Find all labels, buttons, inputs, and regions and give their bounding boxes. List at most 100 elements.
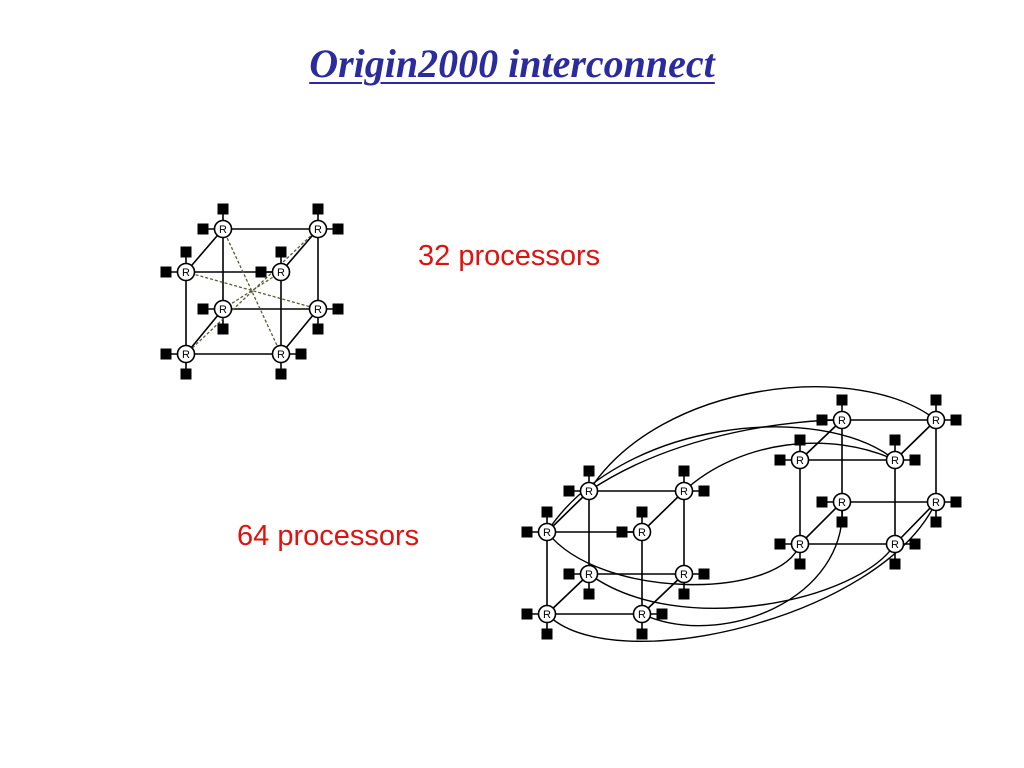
cube64-express-arc-1 — [588, 386, 937, 492]
cube32-router-BTL — [213, 219, 233, 239]
cube64-left-router-BBL — [579, 564, 599, 584]
cube64-right-router-FBL-processor-1 — [794, 558, 806, 570]
cube64-right-router-BTR-processor-0 — [930, 394, 942, 406]
cube64-left-router-FBL — [537, 604, 557, 624]
cube64-left-router-FBR-processor-1 — [636, 628, 648, 640]
cube64-express-arc-8 — [546, 531, 801, 586]
caption-64-processors: 64 processors — [237, 520, 420, 552]
cube64-left-router-FTL-processor-0 — [541, 506, 553, 518]
cube64-left-router-BTL — [579, 481, 599, 501]
cube64-right-router-FTL-processor-0 — [794, 434, 806, 446]
cube64-right-router-FBL-label: R — [796, 539, 804, 551]
cube32-router-FBL-processor-0 — [160, 348, 172, 360]
cube64-left-router-BBL-processor-1 — [583, 588, 595, 600]
cube64-left-router-FTL-processor-1 — [521, 526, 533, 538]
cube64-express-arcs — [546, 386, 937, 642]
cube64-express-arc-4 — [683, 442, 896, 492]
cube64-right-router-BTL-label: R — [838, 415, 846, 427]
cube32-router-BBR-processor-0 — [332, 303, 344, 315]
cube64-right-router-FTL-processor-1 — [774, 454, 786, 466]
cube32-router-FTL — [176, 262, 196, 282]
cube32-router-FBR-label: R — [277, 349, 285, 361]
cube64-right-router-BTL-processor-1 — [816, 414, 828, 426]
cube64-right-router-BBL-processor-1 — [816, 496, 828, 508]
cube64-right-router-BTL — [832, 410, 852, 430]
cube32-router-FBL-processor-1 — [180, 368, 192, 380]
cube64-express-arc-7 — [641, 501, 843, 627]
cube64-right-router-FTR-label: R — [891, 455, 899, 467]
cube64-right-router-FTR — [885, 450, 905, 470]
cube32-express-link-FTL-BBR — [185, 271, 319, 310]
cube32-router-BBR-processor-1 — [312, 323, 324, 335]
cube64-left-router-BTL-label: R — [585, 486, 593, 498]
cube32-router-FTL-label: R — [182, 267, 190, 279]
cube64-left-router-BBR-processor-1 — [678, 588, 690, 600]
cube64-left-router-FTL-label: R — [543, 527, 551, 539]
cube64-right-link-FBL-BBL — [799, 501, 843, 545]
cube64-left-router-BBL-processor-0 — [563, 568, 575, 580]
cube32-link-FBL-BBL — [185, 308, 224, 355]
cube64-left-router-FTL — [537, 522, 557, 542]
cube64-right-router-BTR — [926, 410, 946, 430]
cube64-left-router-BTR-label: R — [680, 486, 688, 498]
cube32-router-BBL-label: R — [219, 304, 227, 316]
cube64-right-router-FBR — [885, 534, 905, 554]
cube64-left-router-BBL-label: R — [585, 569, 593, 581]
cube64-right-router-BTL-processor-0 — [836, 394, 848, 406]
cube32-router-FTR-label: R — [277, 267, 285, 279]
cube32-router-FBR-processor-0 — [295, 348, 307, 360]
cube64-right-router-BBL-processor-0 — [836, 516, 848, 528]
cube64-processors — [521, 394, 962, 640]
cube64-left-router-FTR — [632, 522, 652, 542]
cube64-right-router-FBR-processor-0 — [909, 538, 921, 550]
cube64-right-link-FTL-BTL — [799, 419, 843, 461]
cube64-left-router-BTR-processor-1 — [698, 485, 710, 497]
cube64-left-router-BTL-processor-0 — [583, 465, 595, 477]
cube32-router-BBR-label: R — [314, 304, 322, 316]
cube64-left-router-BBR-label: R — [680, 569, 688, 581]
cube64-left-link-FBR-BBR — [641, 573, 685, 615]
cube64-left-router-FBR — [632, 604, 652, 624]
cube64-right-router-BBR — [926, 492, 946, 512]
cube32-link-FBR-BBR — [280, 308, 319, 355]
cube32-router-FTR-processor-0 — [275, 246, 287, 258]
cube32-link-FTR-BTR — [280, 228, 319, 273]
cube64-right-router-BBR-label: R — [932, 497, 940, 509]
cube64-right-router-FTR-processor-0 — [889, 434, 901, 446]
cube32-router-BTR-processor-0 — [312, 203, 324, 215]
cube64-right-router-BBR-processor-0 — [950, 496, 962, 508]
cube32-router-FBR-processor-1 — [275, 368, 287, 380]
cube32-processors — [160, 203, 344, 380]
cube64-left-router-FBL-label: R — [543, 609, 551, 621]
cube32-router-BTL-processor-1 — [197, 223, 209, 235]
cube64-left-link-FBL-BBL — [546, 573, 590, 615]
slide-title: Origin2000 interconnect — [309, 41, 715, 86]
cube64-right-router-BTR-processor-1 — [950, 414, 962, 426]
cube64-left-link-FTL-BTL — [546, 490, 590, 533]
cube32-router-FTL-processor-0 — [180, 246, 192, 258]
cube64-right-router-FBL-processor-0 — [774, 538, 786, 550]
cube32-router-BBL-processor-1 — [217, 323, 229, 335]
caption-32-processors: 32 processors — [418, 240, 601, 272]
cube64-right-router-FBR-processor-1 — [889, 558, 901, 570]
cube64-right-link-FTR-BTR — [894, 419, 937, 461]
cube64-right-router-FBR-label: R — [891, 539, 899, 551]
cube32-router-BTL-processor-0 — [217, 203, 229, 215]
cube32-router-FBR — [271, 344, 291, 364]
cube64-right-router-BBL — [832, 492, 852, 512]
cube64-express-arc-6 — [588, 543, 896, 609]
cube64-right-router-BTR-label: R — [932, 415, 940, 427]
cube64-right-link-FBR-BBR — [894, 501, 937, 545]
cube64-right-router-FTL-label: R — [796, 455, 804, 467]
cube64-left-router-FBL-processor-1 — [541, 628, 553, 640]
cube32-router-BTR-label: R — [314, 224, 322, 236]
cube64-left-router-BBR — [674, 564, 694, 584]
cube64-left-router-FTR-label: R — [638, 527, 646, 539]
cube64-left-router-BBR-processor-0 — [698, 568, 710, 580]
cube64-right-router-FBL — [790, 534, 810, 554]
cube64-left-router-FBR-label: R — [638, 609, 646, 621]
